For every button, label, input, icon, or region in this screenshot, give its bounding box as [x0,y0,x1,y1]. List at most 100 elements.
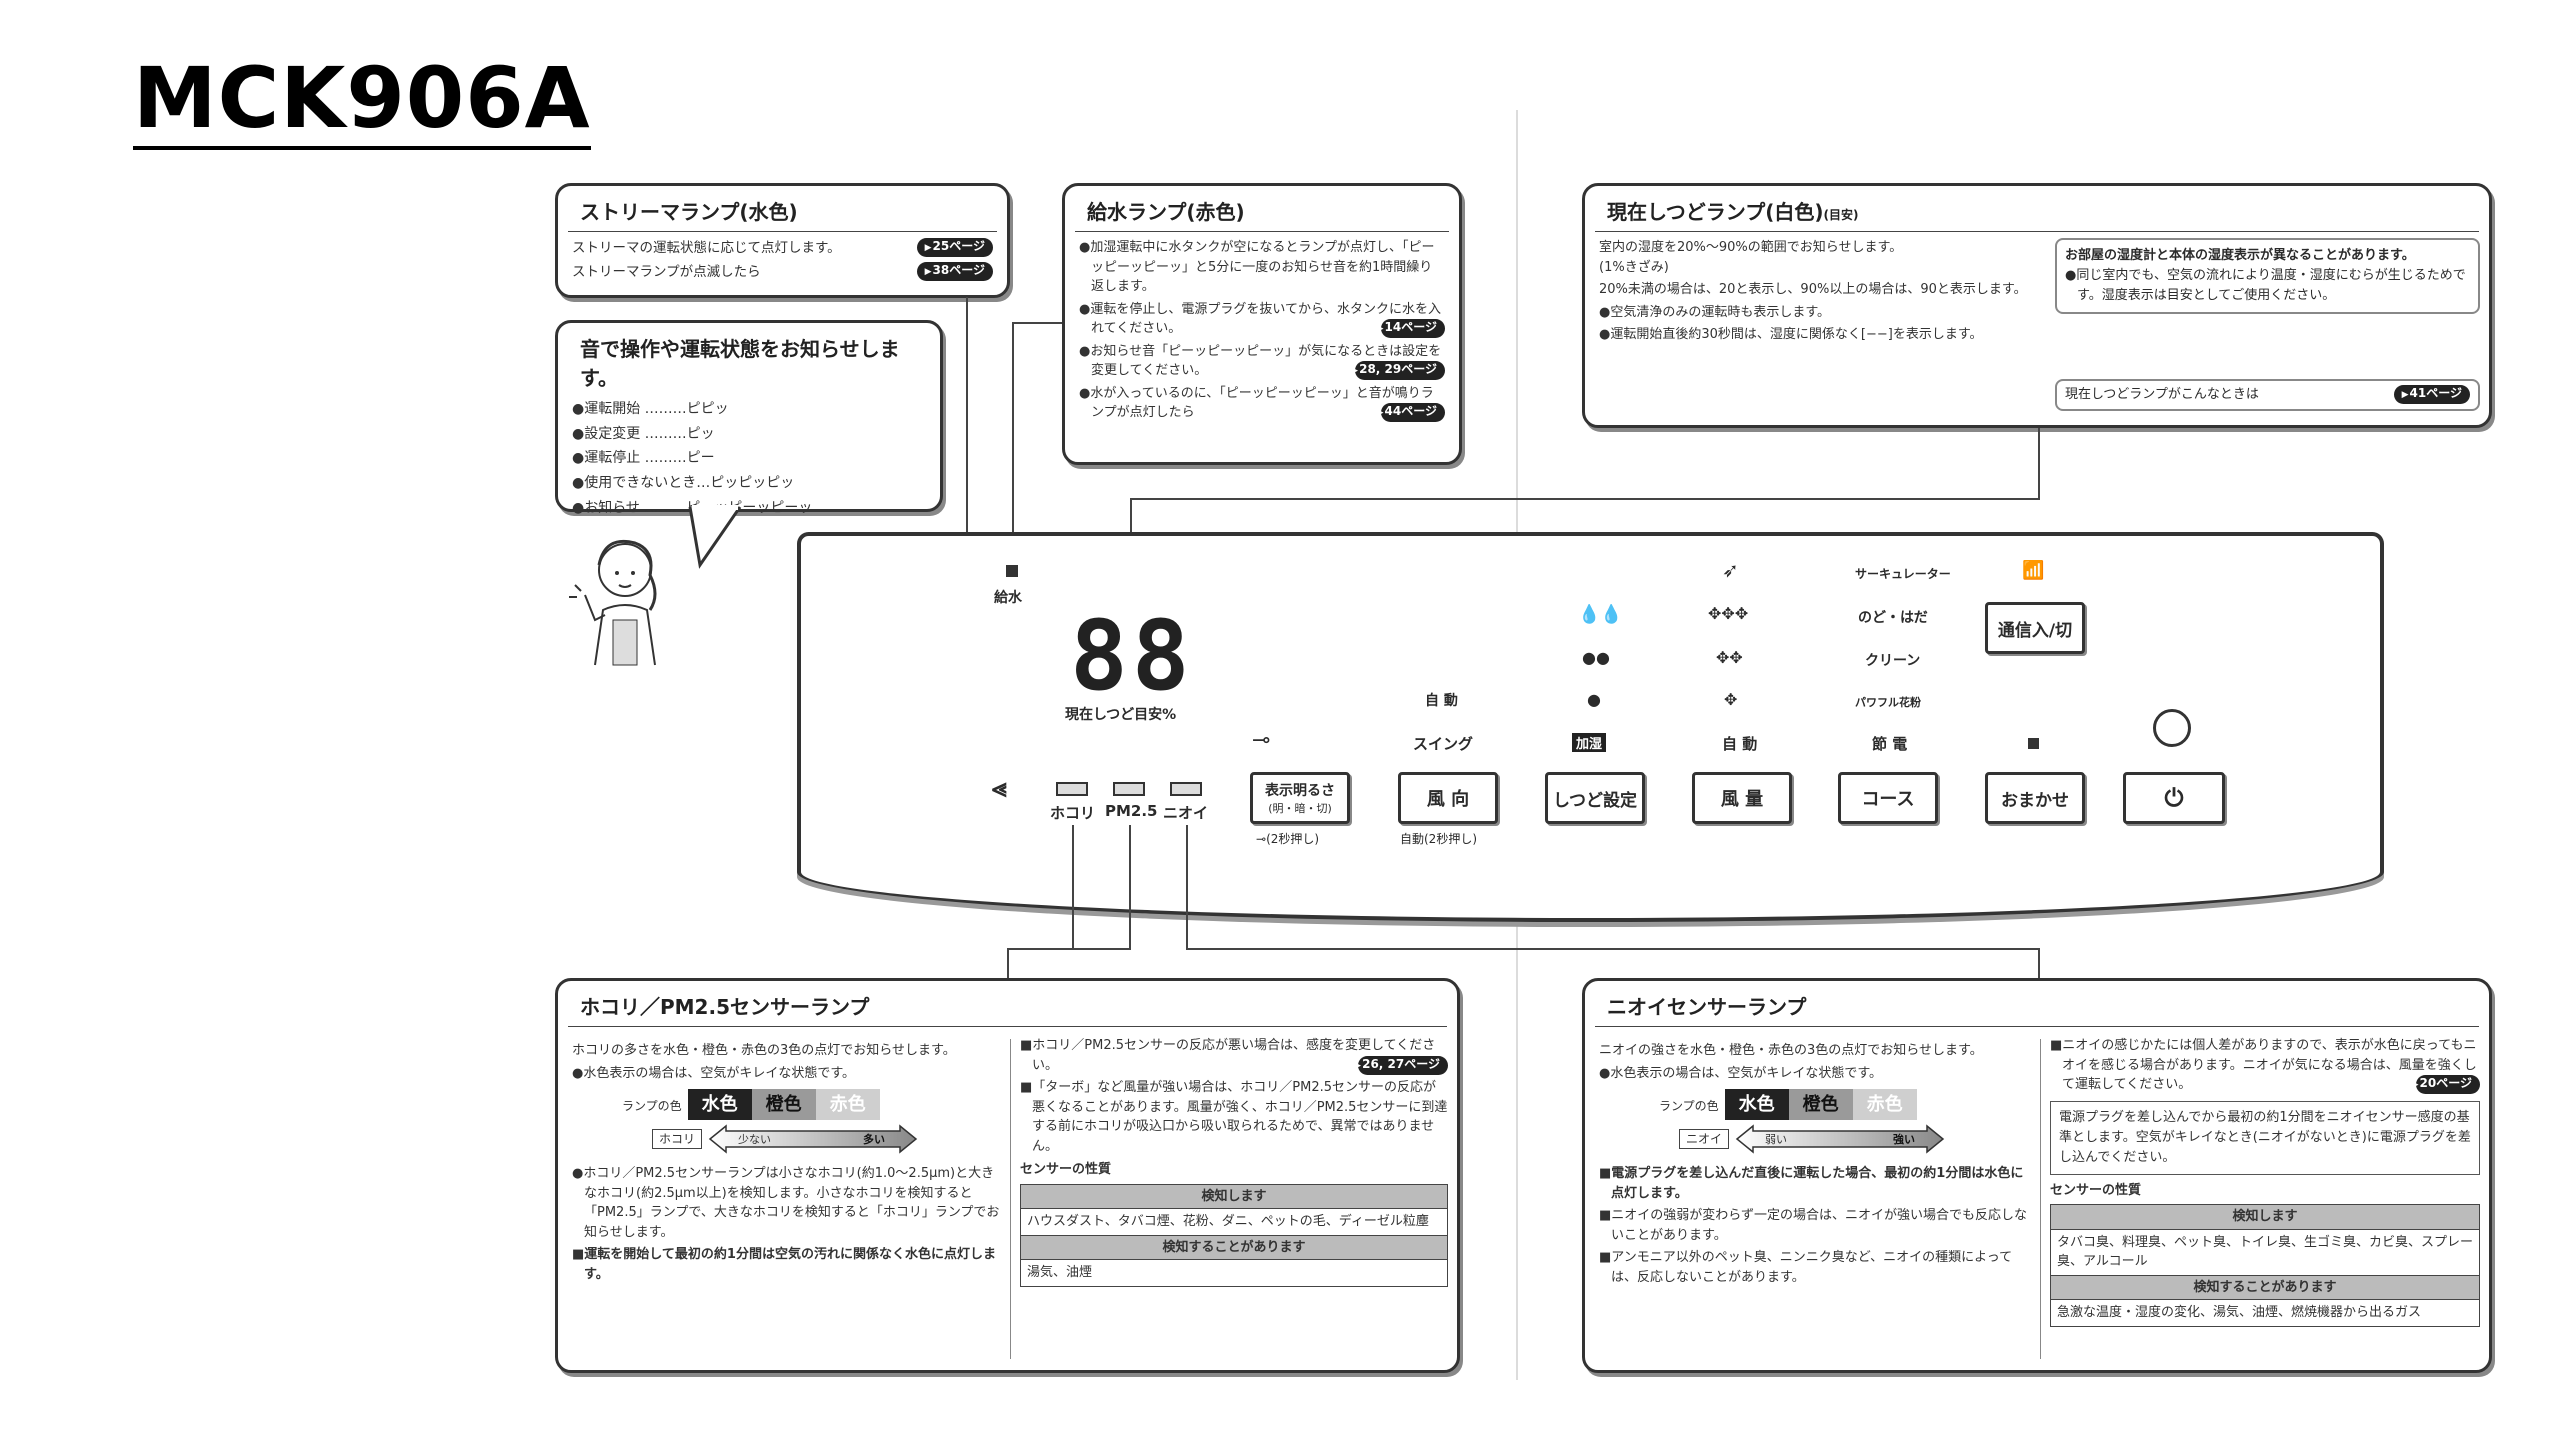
odor-lamp [1170,782,1202,796]
swing-label: スイング [1413,735,1474,753]
wifi-icon: 📶 [2022,560,2045,581]
odor-p4: ■アンモニア以外のペット臭、ニンニク臭など、ニオイの種類によっては、反応しないこ… [1599,1250,2013,1285]
dust-detect-header: 検知します [1021,1184,1447,1209]
humidity-p3: 20%未満の場合は、20と表示し、90%以上の場合は、90と表示します。 [1599,282,2027,297]
dust-lamp [1056,782,1088,796]
course-eco-label: 節 電 [1872,735,1908,753]
woman-illustration-icon [569,539,657,666]
water-lamp-indicator [1006,565,1018,577]
odor-sensor-title: センサーの性質 [2050,1182,2142,1198]
dust-note1: ●水色表示の場合は、空気がキレイな状態です。 [572,1065,856,1081]
control-panel [797,532,2384,922]
humidity-lamp-box: 現在しつどランプ(白色)(目安) 室内の湿度を20%～90%の範囲でお知らせしま… [1582,183,2492,428]
water-ref4[interactable]: 44ページ [1380,403,1445,422]
odor-p2: ■電源プラグを差し込んだ直後に運転した場合、最初の約1分間は水色に点灯します。 [1599,1166,2024,1201]
course-button[interactable]: コース [1838,772,1938,824]
connector-line [1007,948,1131,950]
humidity-high-icon: 💧💧 [1578,604,1623,625]
sound-box: 音で操作や運転状態をお知らせします。 ●運転開始 ………ピピッ ●設定変更 ……… [555,320,943,516]
odor-scale-high: 強い [1893,1132,1915,1146]
connector-line [1012,322,1062,324]
omakase-button[interactable]: おまかせ [1985,772,2085,824]
dust-scale-arrow-icon: 少ない 多い [708,1124,918,1154]
humidity-p5: ●運転開始直後約30秒間は、湿度に関係なく[−−]を表示します。 [1599,327,1983,342]
humidity-display: 88 [1070,600,1194,712]
water-p2: ●運転を停止し、電源プラグを抜いてから、水タンクに水を入れてください。 [1079,301,1441,337]
streamer-lamp-box: ストリーマランプ(水色) ストリーマの運転状態に応じて点灯します。25ページ ス… [555,183,1010,298]
fan-low-icon: ✥ [1724,690,1738,709]
brightness-label: 表示明るさ [1265,783,1335,799]
odor-title: ニオイセンサーランプ [1595,981,2479,1027]
pm25-label: PM2.5 [1105,802,1158,820]
dust-maybe-text: 湯気、油煙 [1027,1265,1093,1280]
speech-bubble-tail [688,505,742,569]
connector-line [2038,428,2040,500]
dust-color-orange: 橙色 [751,1089,816,1120]
streamer-ref1[interactable]: 25ページ [916,238,993,257]
wifi-toggle-button[interactable]: 通信入/切 [1985,602,2085,654]
turbo-icon: ➶ [1722,558,1739,582]
odor-column-divider [2040,1039,2041,1359]
sound-item: ●設定変更 ………ピッ [572,425,715,442]
odor-sensor-table: 検知します タバコ臭、料理臭、ペット臭、トイレ臭、生ゴミ臭、カビ臭、スプレー臭、… [2050,1204,2480,1327]
odor-scale-low: 弱い [1765,1133,1787,1146]
water-ref2[interactable]: 14ページ [1380,319,1445,338]
sound-title: 音で操作や運転状態をお知らせします。 [580,337,900,390]
odor-color-red: 赤色 [1852,1089,1917,1120]
dust-scale-label: ホコリ [652,1129,703,1149]
odor-color-light-blue: 水色 [1724,1089,1789,1120]
wind-direction-button[interactable]: 風 向 [1398,772,1498,824]
fan-auto-label: 自 動 [1722,735,1758,753]
connector-line [1129,825,1131,950]
dust-r1-ref[interactable]: 26, 27ページ [1358,1055,1448,1075]
course-throat-skin-label: のど・はだ [1858,610,1928,626]
dust-scale-low: 少ない [738,1133,771,1146]
humidity-footer-ref[interactable]: 41ページ [2393,385,2470,404]
dust-r1: ■ホコリ／PM2.5センサーの反応が悪い場合は、感度を変更してください。 [1020,1038,1436,1073]
power-icon: ⏻ [2164,784,2184,812]
odor-r2: 電源プラグを差し込んでから最初の約1分間をニオイセンサー感度の基準とします。空気… [2050,1100,2480,1175]
odor-r1-ref[interactable]: 20ページ [2415,1075,2480,1094]
dust-maybe-header: 検知することがあります [1021,1235,1447,1260]
humidity-low-icon: ● [1587,690,1601,709]
streamer-ref2[interactable]: 38ページ [916,261,993,281]
lock-note: ⊸(2秒押し) [1256,832,1320,846]
dust-column-divider [1010,1039,1011,1359]
odor-r1: ■ニオイの感じかたには個人差がありますので、表示が水色に戻ってもニオイを感じる場… [2050,1038,2477,1092]
dust-p2: ●ホコリ／PM2.5センサーランプは小さなホコリ(約1.0～2.5μm)と大きな… [572,1166,1000,1240]
connector-line [1186,948,2040,950]
power-button[interactable]: ⏻ [2123,772,2225,824]
fan-high-icon: ✥✥✥ [1708,604,1749,623]
odor-sensor-box: ニオイセンサーランプ ニオイの強さを水色・橙色・赤色の3色の点灯でお知らせします… [1582,978,2492,1373]
odor-maybe-text: 急激な温度・湿度の変化、湯気、油煙、燃焼機器から出るガス [2057,1305,2422,1321]
humidity-title: 現在しつどランプ(白色) [1607,200,1824,224]
omakase-indicator [2028,738,2039,749]
power-lamp [2153,709,2191,747]
connector-line [1072,825,1074,950]
water-title: 給水ランプ(赤色) [1075,186,1449,232]
water-ref3[interactable]: 28, 29ページ [1355,361,1445,380]
course-pollen-label: パワフル花粉 [1855,696,1921,709]
odor-scale-arrow-icon: 弱い 強い [1735,1124,1945,1154]
display-label: 現在しつど目安% [1065,707,1177,723]
dust-scale-high: 多い [863,1132,885,1146]
odor-detect-header: 検知します [2051,1205,2479,1230]
water-lamp-box: 給水ランプ(赤色) ●加湿運転中に水タンクが空になるとランプが点灯し、「ピーッピ… [1062,183,1462,465]
water-p4: ●水が入っているのに、「ピーッピーッピーッ」と音が鳴りランプが点灯したら [1079,385,1434,421]
humidity-title-small: (目安) [1823,208,1859,222]
water-p1: ●加湿運転中に水タンクが空になるとランプが点灯し、「ピーッピーッピーッ」と5分に… [1079,240,1435,294]
streamer-title: ストリーマランプ(水色) [568,186,997,232]
humidity-mid-icon: ●● [1582,648,1610,667]
humidity-setting-button[interactable]: しつど設定 [1545,772,1645,824]
brightness-button[interactable]: 表示明るさ (明・暗・切) [1250,772,1350,824]
fan-speed-button[interactable]: 風 量 [1692,772,1792,824]
course-clean-label: クリーン [1865,653,1921,669]
connector-line [1130,498,2040,500]
fan-mid-icon: ✥✥ [1716,648,1743,667]
sound-item: ●運転開始 ………ピピッ [572,401,729,417]
odor-detect-text: タバコ臭、料理臭、ペット臭、トイレ臭、生ゴミ臭、カビ臭、スプレー臭、アルコール [2051,1230,2479,1276]
dust-label: ホコリ [1050,804,1096,822]
dust-title: ホコリ／PM2.5センサーランプ [568,981,1447,1027]
dust-lamp-color-label: ランプの色 [622,1099,682,1113]
odor-label: ニオイ [1163,804,1209,822]
